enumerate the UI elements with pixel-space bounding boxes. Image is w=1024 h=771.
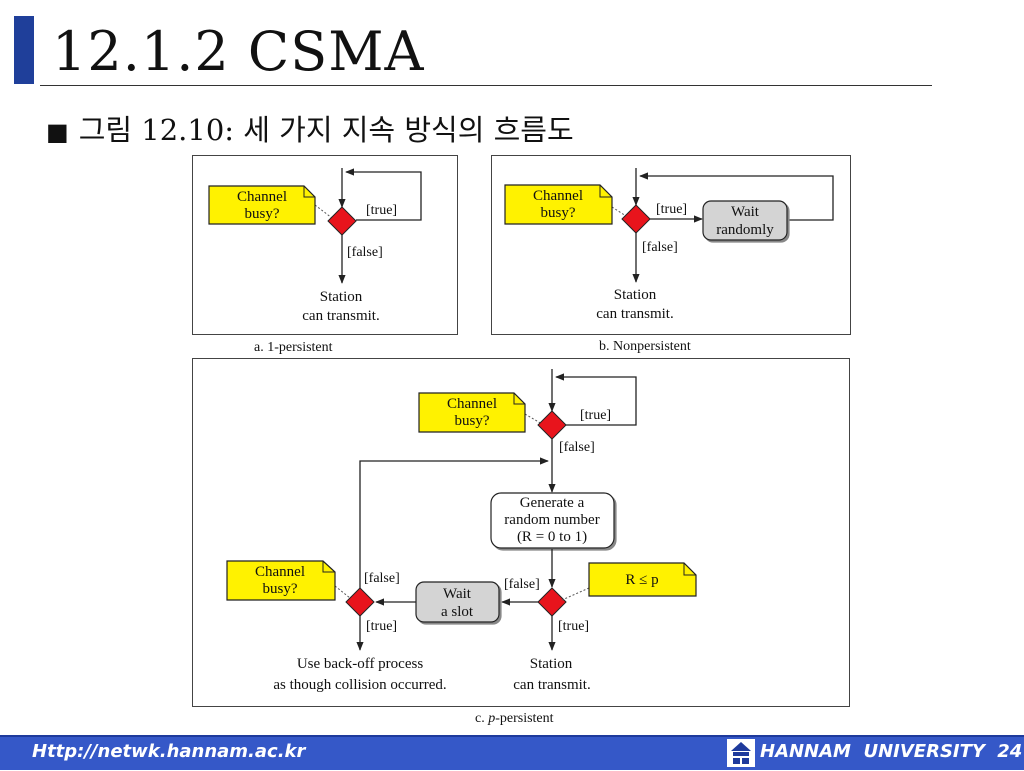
panel-c-backoff-text-2: as though collision occurred.	[273, 677, 446, 693]
panel-c-wait-text-2: a slot	[441, 604, 474, 620]
panel-a-note-text-1: Channel	[237, 189, 287, 205]
panel-b-wait-text-2: randomly	[716, 222, 774, 238]
panel-c-generate-text-1: Generate a	[520, 495, 585, 511]
title-accent-bar	[14, 16, 34, 84]
panel-a-false-label: [false]	[347, 245, 383, 260]
panel-a-true-loop	[345, 168, 422, 221]
panel-a-frame	[192, 155, 458, 335]
panel-c-diagram: Channel busy? [true] [false] Generate a …	[226, 369, 697, 693]
panel-c-left-decision-diamond	[345, 587, 375, 617]
panel-c-right-decision-diamond	[537, 587, 567, 617]
panel-c-left-note-text-1: Channel	[255, 564, 305, 580]
panel-c-top-decision-diamond	[537, 410, 567, 440]
panel-c-top-channel-note	[418, 392, 526, 433]
panel-c-top-note-text-1: Channel	[447, 396, 497, 412]
panel-b-decision-diamond	[621, 204, 651, 234]
panel-c-left-note-text-2: busy?	[263, 581, 298, 597]
panel-c-generate-box	[490, 492, 615, 549]
panel-a-caption: a. 1-persistent	[254, 340, 333, 355]
panel-b-false-label: [false]	[642, 240, 678, 255]
bullet-square-icon: ■	[46, 118, 69, 146]
panel-c-caption-p: p	[488, 711, 496, 726]
panel-b-note-fold	[599, 185, 612, 198]
panel-c-backoff-text-1: Use back-off process	[297, 656, 424, 672]
panel-c-r-note-text: R ≤ p	[625, 572, 658, 588]
panel-c-top-true-loop	[555, 373, 637, 426]
panel-a-true-label: [true]	[366, 203, 397, 218]
panel-c-wait-text-1: Wait	[443, 586, 472, 602]
panel-b-true-label: [true]	[656, 202, 687, 217]
panel-b-channel-note	[504, 184, 613, 225]
panel-c-caption-prefix: c.	[475, 711, 489, 726]
panel-c-right-true-label: [true]	[558, 619, 589, 634]
panel-c-station-text-1: Station	[530, 656, 573, 672]
panel-b-note-text-2: busy?	[541, 205, 576, 221]
footer-bar: Http://netwk.hannam.ac.kr HANNAM UNIVERS…	[0, 735, 1024, 770]
panel-b-note-connector	[611, 206, 627, 217]
panel-c-top-true-label: [true]	[580, 408, 611, 423]
panel-c-right-false-label: [false]	[504, 577, 540, 592]
panel-a-end-text-1: Station	[320, 289, 363, 305]
panel-c-left-channel-note	[226, 560, 336, 601]
footer-url-link[interactable]: Http://netwk.hannam.ac.kr	[32, 741, 306, 762]
panel-c-generate-text-3: (R = 0 to 1)	[517, 529, 587, 545]
panel-c-top-false-label: [false]	[559, 440, 595, 455]
panel-a-end-text-2: can transmit.	[302, 308, 379, 324]
panel-a-note-connector	[314, 204, 333, 219]
panel-a-decision-diamond	[327, 206, 357, 236]
panel-c-left-note-connector	[334, 585, 351, 599]
panel-b-wait-text-1: Wait	[731, 204, 760, 220]
panel-a-channel-note	[208, 185, 316, 225]
panel-b-wait-box	[702, 200, 788, 241]
panel-b-end-text-1: Station	[614, 287, 657, 303]
panel-c-caption-suffix: -persistent	[495, 711, 554, 726]
panel-a-note-fold	[303, 186, 315, 198]
panel-c-top-note-text-2: busy?	[455, 413, 490, 429]
panel-c-retry-loop	[359, 457, 549, 588]
panel-b-note-text-1: Channel	[533, 188, 583, 204]
footer-university: HANNAM UNIVERSITY 24	[760, 741, 1022, 762]
panel-b-diagram: Channel busy? [true] [false] Wait random…	[504, 168, 834, 322]
panel-c-top-note-fold	[513, 393, 525, 405]
panel-a-diagram: Channel busy? [true] [false] Station can…	[208, 168, 422, 324]
panel-c-left-note-fold	[322, 561, 335, 573]
bullet-text: 그림 12.10: 세 가지 지속 방식의 흐름도	[78, 113, 574, 147]
panel-c-r-note-connector	[561, 587, 590, 601]
bullet-line: ■ 그림 12.10: 세 가지 지속 방식의 흐름도	[46, 110, 574, 152]
panel-c-caption: c. p-persistent	[475, 711, 554, 727]
panel-b-end-text-2: can transmit.	[596, 306, 673, 322]
slide-title: 12.1.2 CSMA	[52, 20, 425, 83]
footer-university-name: HANNAM UNIVERSITY	[760, 741, 985, 762]
title-underline	[40, 85, 932, 86]
panel-c-generate-text-2: random number	[504, 512, 599, 528]
university-logo-icon	[727, 739, 755, 767]
panel-c-left-true-label: [true]	[366, 619, 397, 634]
footer-page-number: 24	[997, 741, 1023, 762]
panel-c-top-note-connector	[524, 413, 543, 425]
panel-c-r-note-fold	[683, 563, 696, 576]
panel-c-r-note	[588, 562, 697, 597]
panel-b-wait-loop	[639, 172, 834, 221]
panel-b-caption: b. Nonpersistent	[599, 339, 691, 354]
panel-a-note-text-2: busy?	[245, 206, 280, 222]
panel-c-station-text-2: can transmit.	[513, 677, 590, 693]
panel-c-left-false-label: [false]	[364, 571, 400, 586]
